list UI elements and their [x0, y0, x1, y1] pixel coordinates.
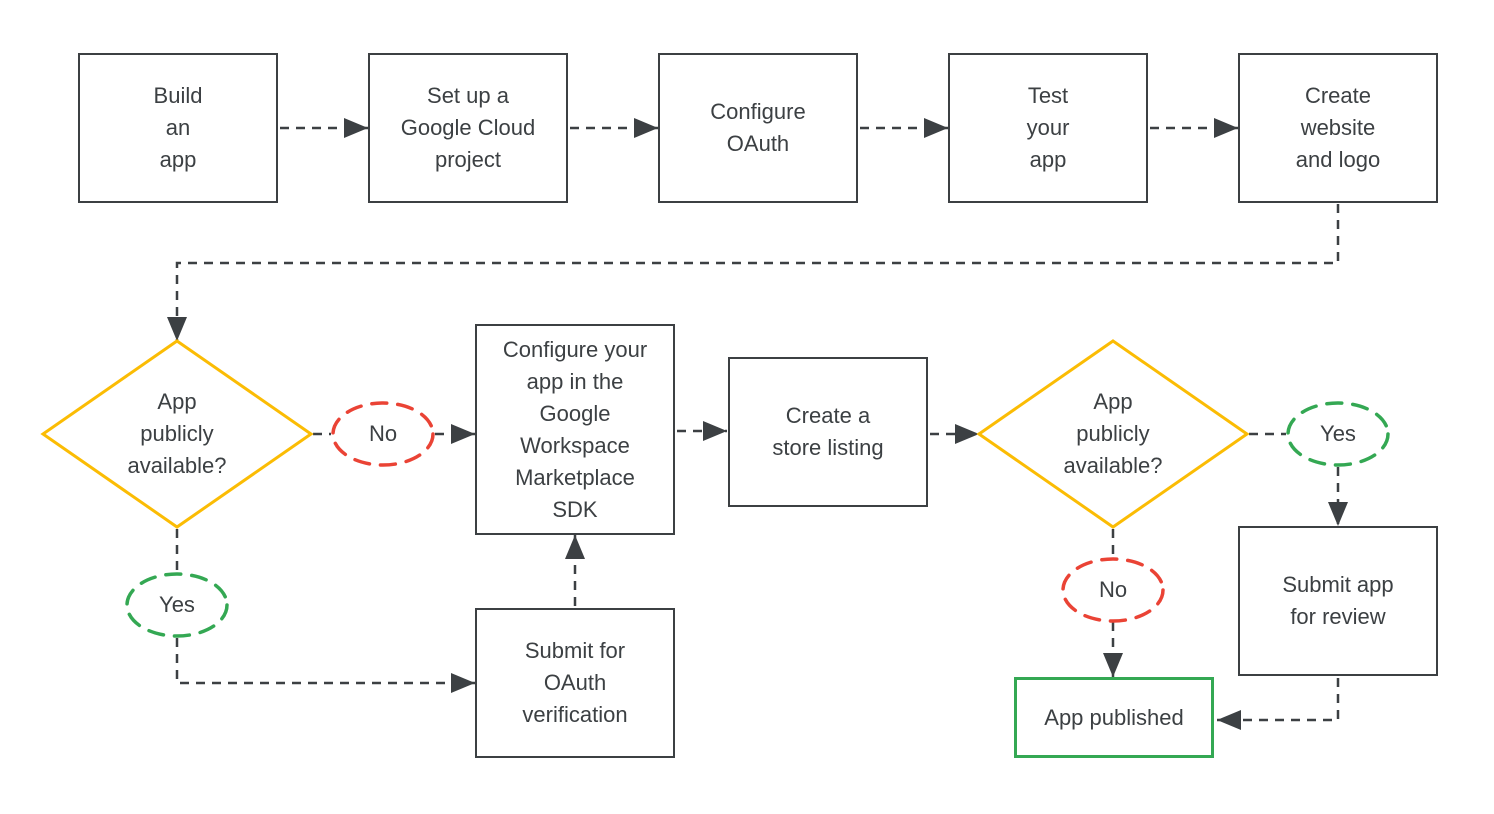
- node-create-website-and-logo: Create website and logo: [1238, 53, 1438, 203]
- edge-website-to-decision-left: [167, 204, 1340, 341]
- no-oval-left: [331, 401, 435, 467]
- edge-yes-to-oauth-verification: [175, 638, 475, 693]
- node-configure-oauth: Configure OAuth: [658, 53, 858, 203]
- node-test-your-app: Test your app: [948, 53, 1148, 203]
- node-configure-marketplace-sdk: Configure your app in the Google Workspa…: [475, 324, 675, 535]
- decision-right-diamond: [976, 339, 1250, 529]
- edge-submit-review-to-published: [1217, 678, 1340, 730]
- decision-left-diamond: [40, 339, 314, 529]
- node-create-store-listing: Create a store listing: [728, 357, 928, 507]
- node-app-published: App published: [1014, 677, 1214, 758]
- node-build-an-app: Build an app: [78, 53, 278, 203]
- node-submit-oauth-verification: Submit for OAuth verification: [475, 608, 675, 758]
- node-submit-app-for-review: Submit app for review: [1238, 526, 1438, 676]
- node-setup-google-cloud-project: Set up a Google Cloud project: [368, 53, 568, 203]
- yes-oval-left: [125, 572, 229, 638]
- no-oval-right: [1061, 557, 1165, 623]
- yes-oval-right: [1286, 401, 1390, 467]
